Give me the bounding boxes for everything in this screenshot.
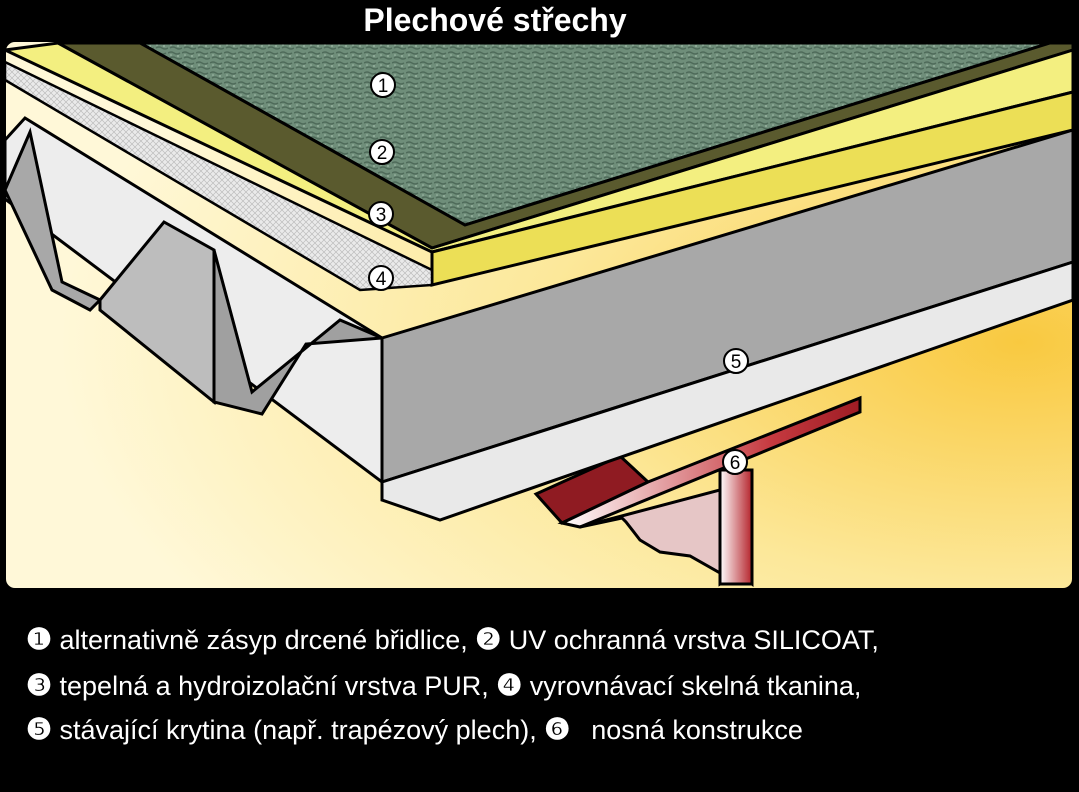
legend-line-2: ❸ tepelná a hydroizolační vrstva PUR, ❹ … [26, 664, 861, 708]
legend-text: UV ochranná vrstva SILICOAT, [508, 625, 879, 655]
legend-number: ❺ [26, 714, 52, 746]
legend-number: ❸ [26, 670, 52, 702]
diagram-title: Plechové střechy [363, 2, 627, 38]
callout-2-label: 2 [377, 143, 388, 164]
legend-text: tepelná a hydroizolační vrstva PUR, [59, 671, 489, 701]
support-beam [533, 395, 862, 587]
callout-3-label: 3 [376, 205, 387, 226]
legend-number: ❶ [26, 624, 52, 656]
roof-diagram: 1 2 3 4 5 6 [3, 41, 1075, 589]
callout-4-label: 4 [376, 269, 387, 290]
callout-1: 1 [370, 72, 396, 98]
legend-number: ❻ [544, 714, 571, 746]
trapezoidal-sheet [3, 116, 1075, 522]
legend-line-1: ❶ alternativně zásyp drcené břidlice, ❷ … [26, 618, 879, 662]
legend-panel: ❶ alternativně zásyp drcené břidlice, ❷ … [6, 604, 1073, 786]
legend-text: nosná konstrukce [591, 715, 803, 745]
callout-1-label: 1 [378, 76, 389, 97]
legend-text: alternativně zásyp drcené břidlice, [59, 625, 468, 655]
callout-5-label: 5 [731, 352, 742, 373]
callout-2: 2 [369, 139, 395, 165]
callout-3: 3 [368, 201, 394, 227]
callout-6-label: 6 [730, 453, 741, 474]
legend-text: vyrovnávací skelná tkanina, [529, 671, 862, 701]
callout-6: 6 [722, 449, 748, 475]
legend-number: ❹ [496, 670, 523, 702]
callout-4: 4 [368, 265, 394, 291]
legend-number: ❷ [475, 624, 502, 656]
layer-fabric [3, 60, 434, 292]
callout-5: 5 [723, 348, 749, 374]
legend-text: stávající krytina (např. trapézový plech… [59, 715, 537, 745]
legend-line-3: ❺ stávající krytina (např. trapézový ple… [26, 708, 803, 752]
